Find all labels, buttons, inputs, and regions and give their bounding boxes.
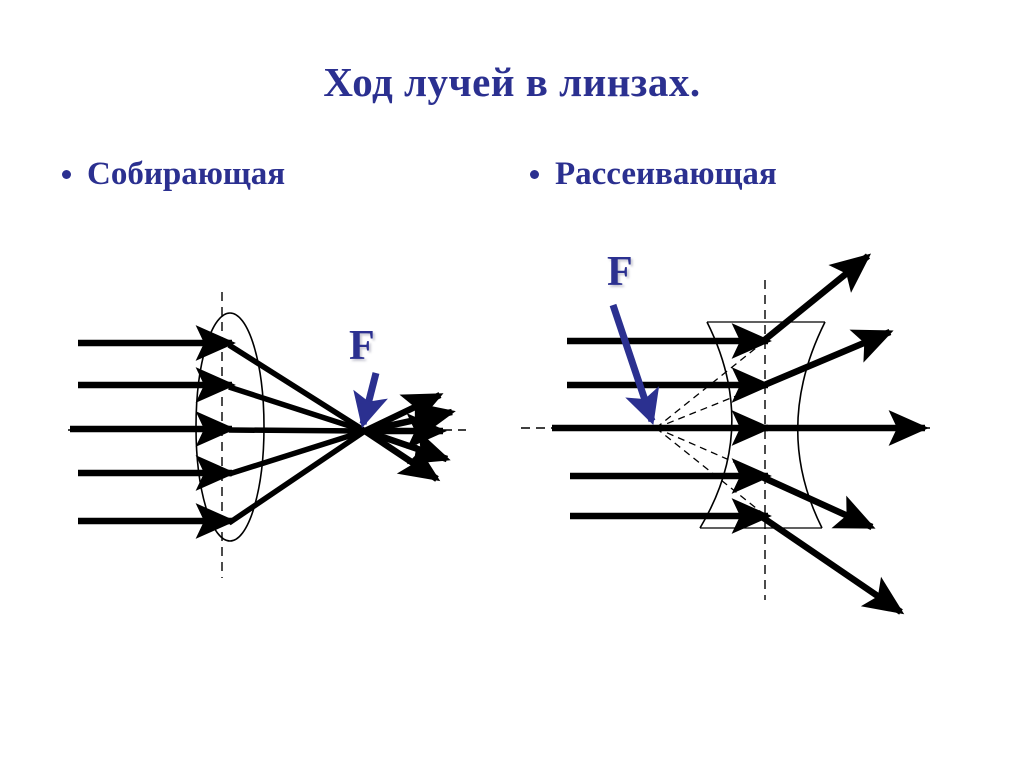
ray-exit xyxy=(760,514,905,615)
bullet-label-diverging: Рассеивающая xyxy=(555,156,777,192)
page-title: Ход лучей в линзах. xyxy=(323,59,701,105)
ray-refracted xyxy=(227,342,367,434)
exit-rays-right xyxy=(759,253,929,615)
focus-label-right: F xyxy=(607,249,633,295)
ray-post-focus xyxy=(363,428,441,482)
incoming-rays-left xyxy=(70,325,236,539)
diverging-lens-group xyxy=(521,253,930,615)
incoming-rays-right xyxy=(552,323,772,534)
ray-refracted xyxy=(227,428,367,526)
focus-pointer-arrow-right xyxy=(609,303,660,425)
ray-exit xyxy=(760,329,894,389)
bullet-dot-icon xyxy=(62,170,71,179)
bullet-dot-icon xyxy=(530,170,539,179)
focus-label-left: F xyxy=(349,323,375,369)
ray-refracted xyxy=(228,428,366,477)
ray-virtual xyxy=(655,427,767,517)
ray-refracted xyxy=(228,384,366,434)
ray-virtual xyxy=(655,427,767,477)
bullet-label-converging: Собирающая xyxy=(87,156,286,192)
converging-lens-group xyxy=(68,292,466,578)
focus-pointer-arrow-left xyxy=(353,372,388,429)
post-focus-rays-left xyxy=(363,392,456,482)
bullet-item-converging: Собирающая xyxy=(62,156,285,193)
bullet-item-diverging: Рассеивающая xyxy=(530,156,777,193)
ray-refracted xyxy=(228,427,366,434)
refracted-rays-left xyxy=(227,342,367,526)
ray-exit xyxy=(759,253,872,345)
ray-virtual xyxy=(655,383,767,429)
ray-exit xyxy=(760,474,876,530)
